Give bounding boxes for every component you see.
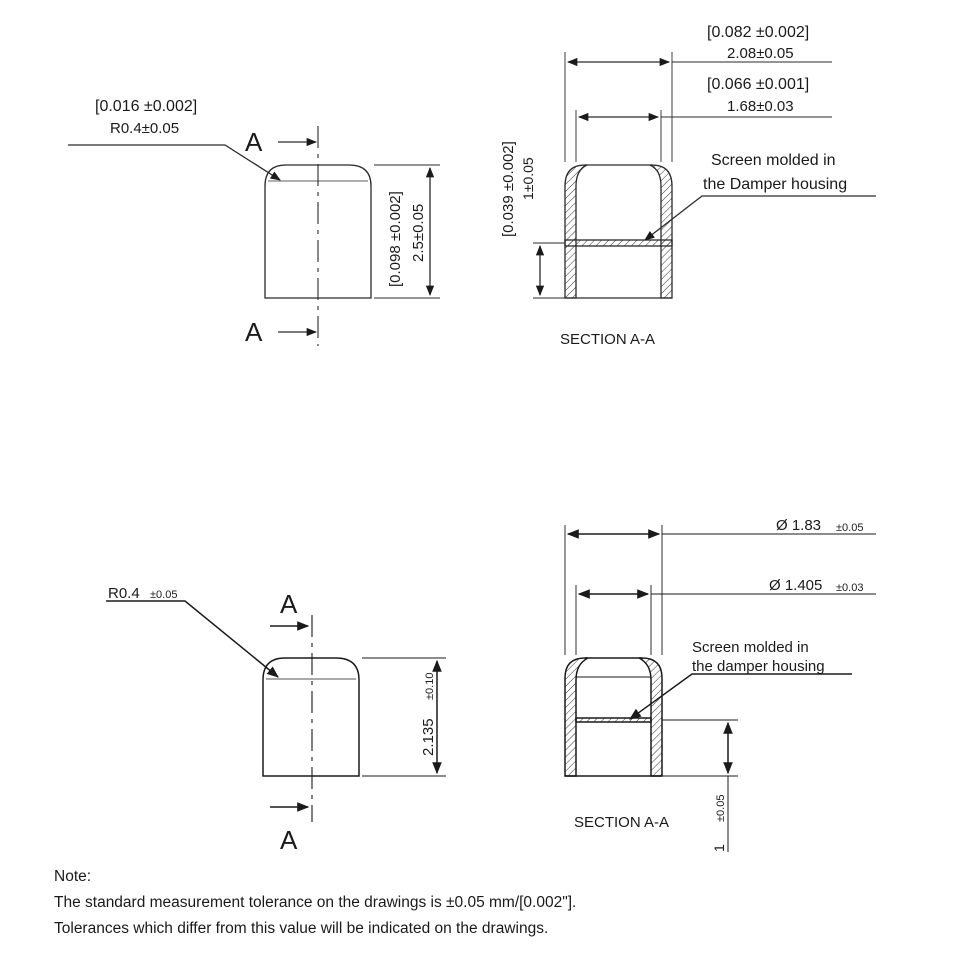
left-wall-hatched bbox=[564, 164, 588, 299]
inner-width-inch-label: [0.066 ±0.001] bbox=[707, 76, 809, 93]
outer-width-inch-label: [0.082 ±0.002] bbox=[707, 24, 809, 41]
screen-height-value-2: 1 bbox=[711, 844, 727, 852]
radius-leader bbox=[68, 144, 281, 181]
note-title: Note: bbox=[54, 868, 92, 885]
bottom-right-section bbox=[564, 525, 876, 852]
note-block: Note: The standard measurement tolerance… bbox=[54, 864, 934, 942]
radius-tol-2: ±0.05 bbox=[150, 589, 177, 601]
right-wall-hatched bbox=[649, 164, 673, 299]
screen-layer bbox=[564, 239, 673, 247]
screen-height-tol-2: ±0.05 bbox=[715, 795, 727, 822]
inner-diameter-tol: ±0.03 bbox=[836, 582, 863, 594]
section-caption-top: SECTION A-A bbox=[560, 331, 655, 348]
screen-height-inch-label: [0.039 ±0.002] bbox=[500, 141, 517, 237]
height-mm-label: 2.5±0.05 bbox=[410, 204, 427, 262]
section-label-a-top: A bbox=[245, 127, 263, 157]
section-caption-bottom: SECTION A-A bbox=[574, 814, 669, 831]
height-label-2: 2.135 bbox=[420, 718, 437, 756]
callout-line-1: Screen molded in bbox=[711, 152, 836, 169]
radius-inch-label: [0.016 ±0.002] bbox=[95, 98, 197, 115]
radius-mm-label: R0.4±0.05 bbox=[110, 120, 179, 137]
right-wall-hatched-2 bbox=[638, 657, 663, 777]
damper-outline-2 bbox=[262, 657, 360, 777]
outer-diameter-tol: ±0.05 bbox=[836, 522, 863, 534]
callout-leader-2 bbox=[629, 673, 852, 720]
height-tol-2: ±0.10 bbox=[424, 673, 436, 700]
section-label-a-bottom-2: A bbox=[280, 825, 298, 855]
section-label-a-bottom: A bbox=[245, 317, 263, 347]
note-line-2: Tolerances which differ from this value … bbox=[54, 920, 549, 937]
screen-height-mm-label: 1±0.05 bbox=[520, 157, 536, 200]
height-inch-label: [0.098 ±0.002] bbox=[387, 191, 404, 287]
left-wall-hatched-2 bbox=[564, 657, 589, 777]
screen-layer-2 bbox=[575, 717, 652, 723]
damper-outline bbox=[264, 164, 372, 299]
inner-diameter-label: Ø 1.405 bbox=[769, 577, 822, 594]
callout-line-2-b: the damper housing bbox=[692, 658, 825, 675]
radius-leader-2 bbox=[106, 600, 279, 678]
note-line-1: The standard measurement tolerance on th… bbox=[54, 894, 577, 911]
inner-width-mm-label: 1.68±0.03 bbox=[727, 98, 794, 115]
outer-width-mm-label: 2.08±0.05 bbox=[727, 45, 794, 62]
outer-diameter-label: Ø 1.83 bbox=[776, 517, 821, 534]
callout-line-2: the Damper housing bbox=[703, 176, 847, 193]
callout-line-1-b: Screen molded in bbox=[692, 639, 809, 656]
radius-label-2: R0.4 bbox=[108, 585, 140, 602]
top-right-section bbox=[533, 52, 876, 299]
callout-leader bbox=[644, 195, 876, 241]
top-left-view bbox=[68, 126, 440, 346]
section-label-a-top-2: A bbox=[280, 589, 298, 619]
bottom-left-view bbox=[106, 600, 446, 822]
